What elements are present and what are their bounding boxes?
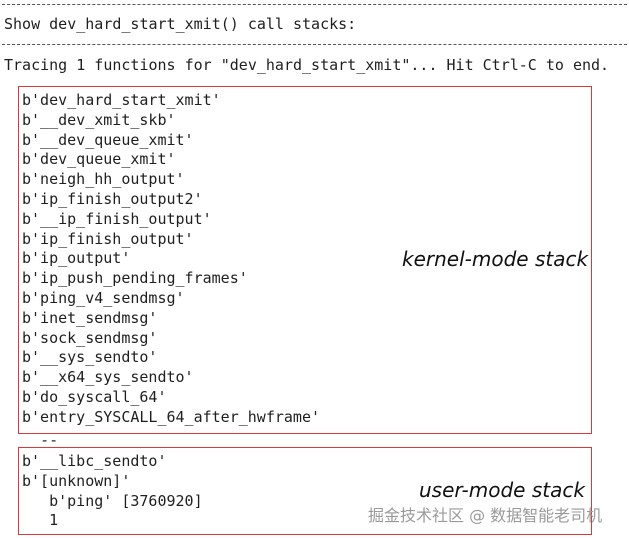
stack-frame: b'ip_push_pending_frames' [22, 269, 248, 288]
user-stack-annotation: user-mode stack [419, 478, 585, 502]
title-line: Show dev_hard_start_xmit() call stacks: [4, 15, 357, 33]
stack-frame: b'neigh_hh_output' [22, 170, 185, 189]
kernel-stack-frames: b'dev_hard_start_xmit' b'__dev_xmit_skb'… [22, 91, 320, 428]
stack-frame: b'__dev_xmit_skb' [22, 110, 176, 129]
stack-frame: b'ip_finish_output' [22, 229, 194, 248]
stack-frame: b'__ip_finish_output' [22, 209, 212, 228]
stack-frame: b'dev_hard_start_xmit' [22, 91, 221, 109]
header-divider [2, 44, 627, 45]
stack-frame: b'do_syscall_64' [22, 387, 167, 406]
user-stack-frames: b'__libc_sendto' b'[unknown]' b'ping' [3… [22, 452, 203, 531]
stack-frame: b'ping_v4_sendmsg' [22, 288, 185, 307]
stack-frame: b'__x64_sys_sendto' [22, 368, 194, 387]
kernel-stack-box: b'dev_hard_start_xmit' b'__dev_xmit_skb'… [18, 86, 592, 434]
stack-frame: b'__sys_sendto' [22, 348, 158, 367]
tracing-line: Tracing 1 functions for "dev_hard_start_… [4, 56, 610, 74]
stack-separator: -- [4, 431, 59, 449]
stack-frame: 1 [22, 511, 59, 530]
watermark-text: 掘金技术社区 @ 数据智能老司机 [368, 506, 603, 525]
stack-frame: b'__dev_queue_xmit' [22, 130, 194, 149]
stack-frame: b'dev_queue_xmit' [22, 150, 176, 169]
stack-frame: b'ping' [3760920] [22, 491, 203, 510]
stack-frame: b'ip_output' [22, 249, 131, 268]
stack-frame: b'inet_sendmsg' [22, 308, 158, 327]
stack-frame: b'ip_finish_output2' [22, 189, 203, 208]
stack-frame: b'[unknown]' [22, 471, 131, 490]
stack-frame: b'entry_SYSCALL_64_after_hwframe' [22, 407, 321, 426]
stack-frame: b'__libc_sendto' [22, 452, 167, 470]
stack-frame: b'sock_sendmsg' [22, 328, 158, 347]
top-divider [2, 4, 627, 5]
kernel-stack-annotation: kernel-mode stack [402, 247, 589, 271]
user-stack-box: b'__libc_sendto' b'[unknown]' b'ping' [3… [18, 447, 592, 535]
